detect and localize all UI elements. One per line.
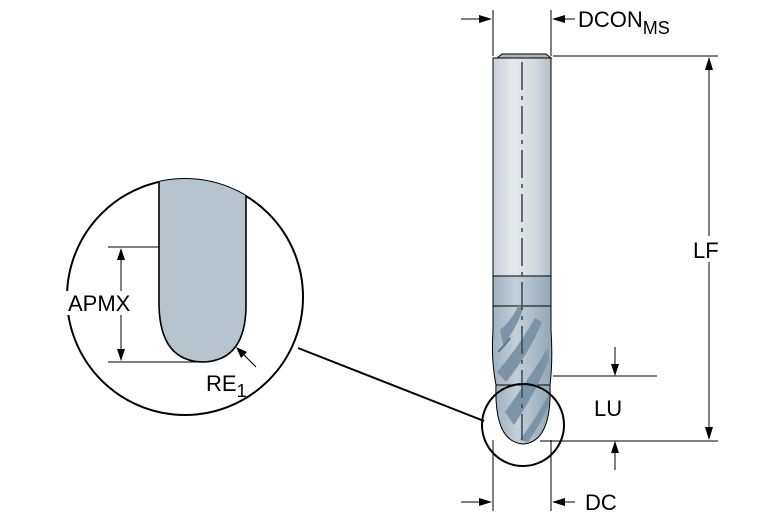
dcon-label: DCONMS xyxy=(578,7,670,38)
detail-leader-line xyxy=(297,347,485,422)
tool-shank xyxy=(492,53,553,307)
apmx-label: APMX xyxy=(68,291,131,316)
lu-dimension xyxy=(553,347,657,470)
lf-label: LF xyxy=(693,238,719,263)
dc-label: DC xyxy=(585,490,617,515)
dc-dimension xyxy=(461,440,575,511)
detail-view xyxy=(66,178,304,416)
lf-label-bg xyxy=(690,236,730,262)
apmx-label-bg xyxy=(66,291,152,315)
dcon-dimension xyxy=(461,10,575,56)
detail-marker-circle xyxy=(481,383,565,467)
lu-label: LU xyxy=(594,396,622,421)
re-label: RE1 xyxy=(206,371,247,401)
